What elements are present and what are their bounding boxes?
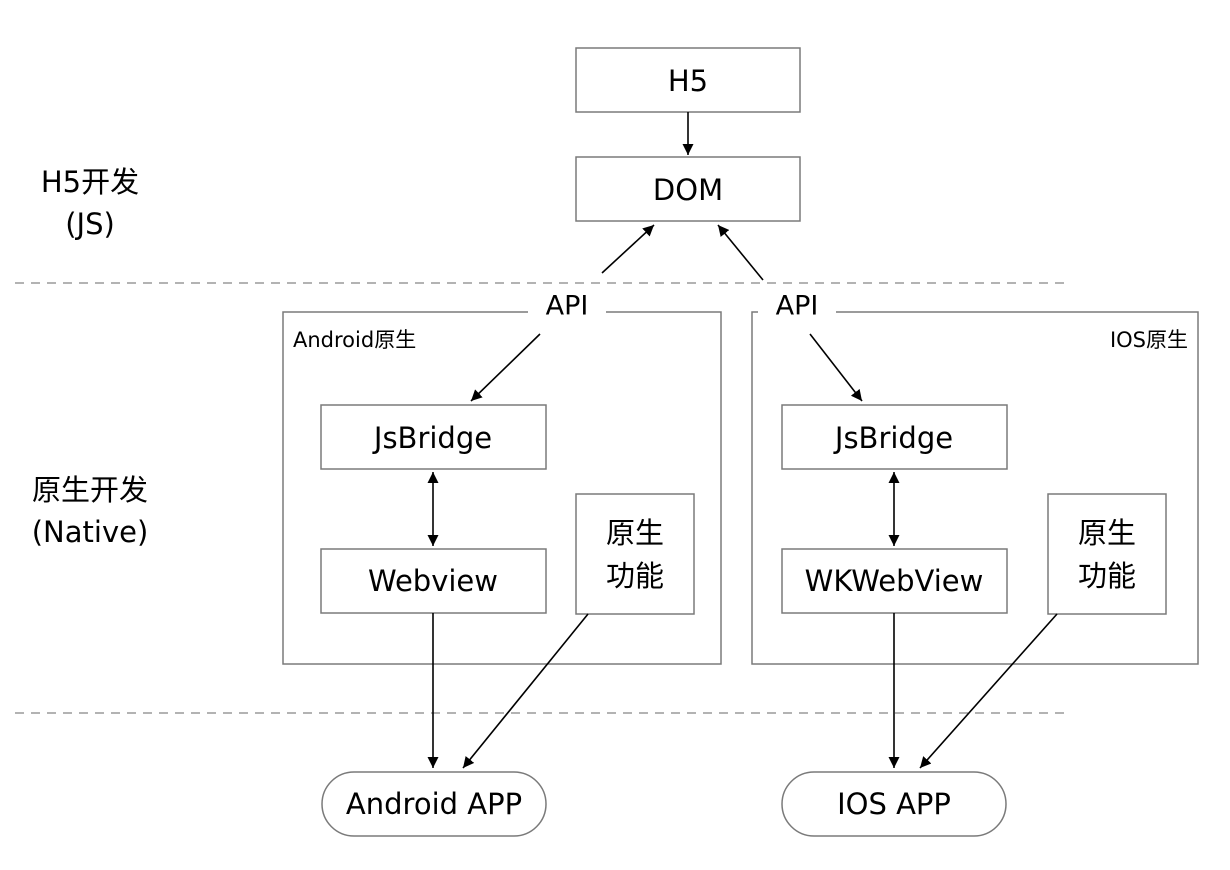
ios-native-function-line1: 原生 — [1078, 516, 1136, 550]
ios-native-function-box: 原生 功能 — [1047, 493, 1167, 615]
ios-api-label: API — [776, 291, 819, 322]
layer-label-native-line2: (Native) — [32, 515, 149, 549]
layer-label-h5: H5开发 (JS) — [41, 165, 139, 241]
ios-jsbridge-box: JsBridge — [781, 404, 1008, 470]
ios-app-label: IOS APP — [837, 787, 951, 821]
ios-wkwebview-label: WKWebView — [805, 564, 984, 598]
h5-label: H5 — [668, 64, 708, 98]
android-jsbridge-box: JsBridge — [320, 404, 547, 470]
android-webview-label: Webview — [368, 564, 498, 598]
dom-box: DOM — [575, 156, 801, 222]
ios-wkwebview-box: WKWebView — [781, 548, 1008, 614]
dom-label: DOM — [653, 173, 723, 207]
ios-app-pill: IOS APP — [781, 771, 1007, 837]
h5-box: H5 — [575, 47, 801, 113]
ios-native-function-line2: 功能 — [1078, 559, 1136, 593]
layer-label-h5-line2: (JS) — [65, 207, 115, 241]
layer-label-native-line1: 原生开发 — [32, 473, 148, 507]
android-app-label: Android APP — [346, 787, 522, 821]
android-app-pill: Android APP — [321, 771, 547, 837]
android-webview-box: Webview — [320, 548, 547, 614]
android-jsbridge-label: JsBridge — [372, 421, 492, 455]
ios-jsbridge-label: JsBridge — [833, 421, 953, 455]
arrow-android-native-to-app — [462, 613, 589, 769]
arrow-android-api-to-jsbridge — [470, 333, 541, 402]
ios-native-frame: API IOS原生 — [751, 291, 1199, 665]
android-native-title: Android原生 — [293, 328, 416, 352]
ios-native-title: IOS原生 — [1110, 328, 1188, 352]
android-native-function-line2: 功能 — [606, 559, 664, 593]
arrow-ios-native-to-app — [919, 613, 1058, 769]
android-api-label: API — [546, 291, 589, 322]
android-native-function-box: 原生 功能 — [575, 493, 695, 615]
android-native-function-line1: 原生 — [606, 516, 664, 550]
arrow-ios-api-to-dom — [717, 224, 764, 281]
arrow-ios-api-to-jsbridge — [809, 333, 863, 402]
arrow-android-api-to-dom — [601, 224, 655, 274]
android-native-frame: API Android原生 — [282, 291, 722, 665]
layer-label-native: 原生开发 (Native) — [32, 473, 149, 549]
layer-label-h5-line1: H5开发 — [41, 165, 139, 199]
